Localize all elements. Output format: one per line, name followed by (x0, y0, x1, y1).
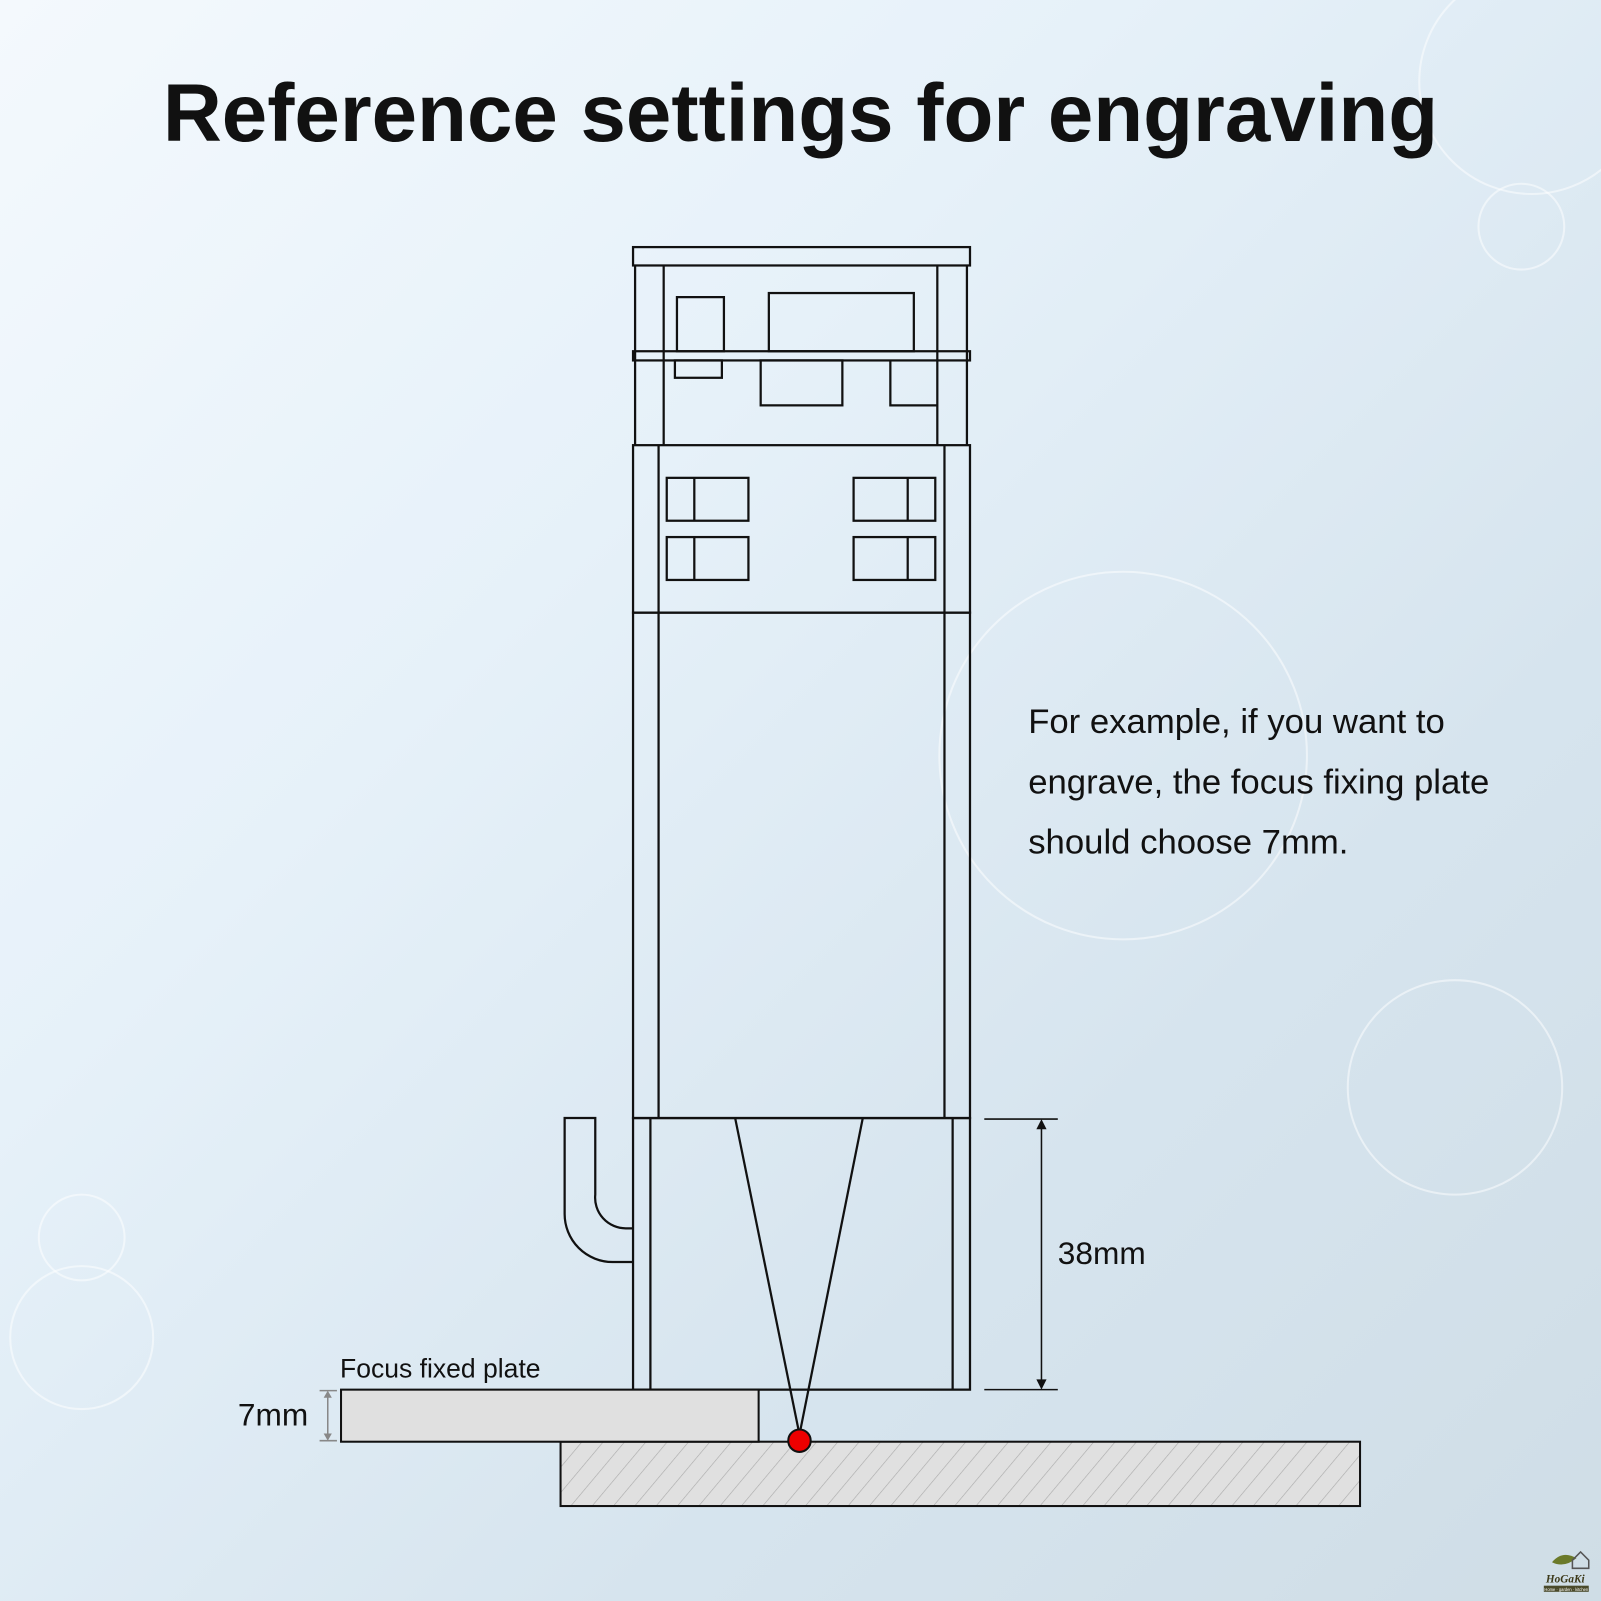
logo-tagline: Home · garden · kitchen (1544, 1587, 1588, 1592)
dimension-7mm (319, 1389, 337, 1442)
dimension-38mm (984, 1118, 1058, 1391)
page-title: Reference settings for engraving (163, 68, 1438, 159)
description-line: should choose 7mm. (1028, 824, 1348, 862)
description-line: For example, if you want to (1028, 703, 1445, 741)
hogaki-logo: HoGaKi Home · garden · kitchen (1543, 1550, 1590, 1592)
focus-fixed-plate (340, 1388, 760, 1443)
plate-thickness-label: 7mm (238, 1396, 308, 1432)
plate-name-label: Focus fixed plate (340, 1353, 541, 1383)
workpiece (559, 1440, 1362, 1508)
logo-name: HoGaKi (1545, 1574, 1586, 1586)
description: For example, if you want to engrave, the… (1028, 703, 1489, 861)
background-bokeh (9, 0, 1601, 1411)
focus-point (787, 1428, 812, 1453)
distance-label: 38mm (1058, 1235, 1146, 1271)
description-line: engrave, the focus fixing plate (1028, 763, 1489, 801)
laser-module (563, 245, 972, 1435)
